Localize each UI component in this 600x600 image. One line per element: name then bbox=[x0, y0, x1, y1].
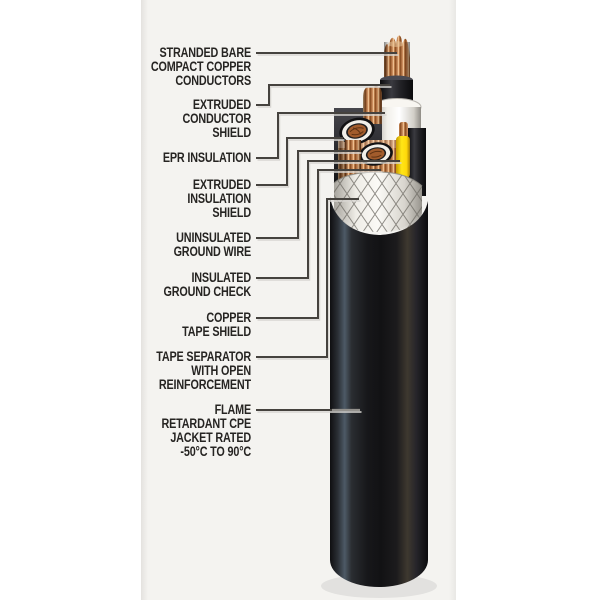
leader-line-tape-separator bbox=[256, 198, 359, 358]
leader-line-extruded-insulation-shield bbox=[256, 137, 343, 186]
label-stranded-bare-compact-copper-conductors: STRANDED BARE COMPACT COPPER CONDUCTORS bbox=[150, 45, 251, 88]
insulated-ground-check-wire bbox=[396, 122, 410, 178]
stranded-copper-conductor bbox=[384, 35, 410, 82]
leader-line-extruded-conductor-shield bbox=[256, 84, 390, 106]
label-extruded-conductor-shield: EXTRUDED CONDUCTOR SHIELD bbox=[182, 97, 251, 140]
leader-line-copper-tape-shield bbox=[256, 169, 381, 319]
label-flame-retardant-cpe-jacket: FLAME RETARDANT CPE JACKET RATED -50°C T… bbox=[161, 402, 251, 459]
uninsulated-ground-wire-bundle bbox=[363, 86, 382, 124]
label-tape-separator-with-open-reinforcement: TAPE SEPARATOR WITH OPEN REINFORCEMENT bbox=[156, 349, 251, 392]
label-copper-tape-shield: COPPER TAPE SHIELD bbox=[182, 310, 251, 339]
leader-line-uninsulated-ground-wire bbox=[256, 150, 360, 239]
panel-right-edge bbox=[449, 0, 456, 600]
label-epr-insulation: EPR INSULATION bbox=[162, 150, 251, 165]
leader-line-insulated-ground-check bbox=[256, 160, 400, 279]
crosshatch-reinforcement bbox=[334, 172, 422, 232]
leader-lines bbox=[256, 52, 402, 413]
panel-left-edge bbox=[141, 0, 148, 600]
phase-cross-section-a bbox=[339, 117, 375, 145]
label-extruded-insulation-shield: EXTRUDED INSULATION SHIELD bbox=[187, 177, 251, 220]
leader-line-epr-insulation bbox=[256, 112, 385, 159]
label-insulated-ground-check: INSULATED GROUND CHECK bbox=[163, 270, 252, 299]
label-uninsulated-ground-wire: UNINSULATED GROUND WIRE bbox=[173, 230, 252, 259]
phase-cross-section-b bbox=[359, 142, 393, 166]
cable-jacket bbox=[330, 197, 428, 587]
jacket-rim-highlight bbox=[332, 205, 427, 235]
cable-cutaway bbox=[321, 35, 437, 598]
